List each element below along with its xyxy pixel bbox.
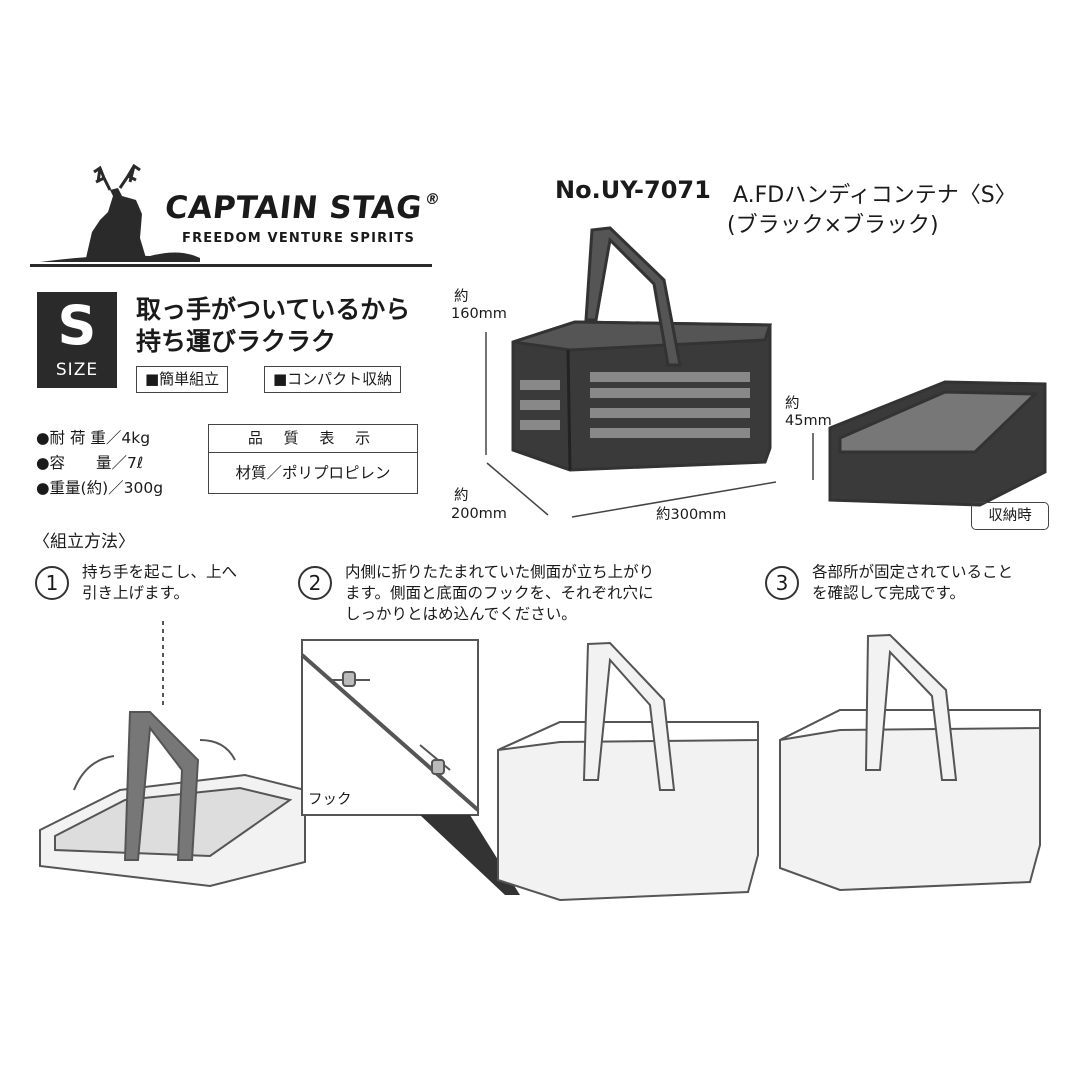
headline-line-1: 取っ手がついているから	[136, 295, 411, 324]
spec-capacity: ●容 量／7ℓ	[36, 454, 144, 472]
size-letter: S	[57, 294, 97, 357]
step-1-line-2: 引き上げます。	[82, 584, 189, 602]
dim-folded-prefix: 約	[785, 396, 800, 412]
brand-name: CAPTAIN STAG®	[163, 190, 441, 226]
step-3-line-1: 各部所が固定されていること	[812, 563, 1014, 581]
dim-height-prefix: 約	[454, 289, 469, 305]
step-2-text: 内側に折りたたまれていた側面が立ち上がり ます。側面と底面のフックを、それぞれ穴…	[345, 562, 654, 625]
feature-tag-compact-storage: ■コンパクト収納	[264, 366, 402, 393]
model-number: No.UY-7071	[555, 176, 711, 204]
step-2-number: 2	[298, 566, 332, 600]
quality-material: 材質／ポリプロピレン	[235, 464, 391, 482]
step-2-line-1: 内側に折りたたまれていた側面が立ち上がり	[345, 563, 655, 581]
dim-width: 約300mm	[656, 507, 727, 523]
dim-height: 160mm	[451, 306, 507, 322]
container-folded-illustration	[828, 380, 1047, 507]
headline-line-2: 持ち運びラクラク	[136, 327, 337, 356]
step-3-number: 3	[765, 566, 799, 600]
registered-mark: ®	[423, 190, 442, 208]
size-label: SIZE	[55, 360, 99, 380]
step-3-text: 各部所が固定されていること を確認して完成です。	[812, 562, 1013, 604]
step-1-text: 持ち手を起こし、上へ 引き上げます。	[82, 562, 237, 604]
hook-label: フック	[308, 792, 352, 808]
stag-logo-icon	[30, 163, 432, 267]
dim-depth: 200mm	[451, 506, 507, 522]
quality-table: 品 質 表 示 材質／ポリプロピレン	[208, 424, 418, 494]
step-2-line-2: ます。側面と底面のフックを、それぞれ穴に	[345, 584, 654, 602]
spec-load: ●耐 荷 重／4kg	[36, 429, 151, 447]
dimension-lines	[485, 332, 814, 518]
assembly-title: 〈組立方法〉	[33, 532, 135, 552]
brand-name-text: CAPTAIN STAG	[163, 190, 424, 226]
size-badge: S SIZE	[37, 292, 117, 388]
step1-illustration	[39, 618, 306, 888]
container-open-illustration	[511, 226, 773, 472]
quality-title: 品 質 表 示	[209, 425, 417, 453]
step3-illustration	[779, 633, 1041, 892]
step2-illustration	[300, 639, 759, 902]
storage-label: 収納時	[971, 502, 1049, 530]
step-3-line-2: を確認して完成です。	[812, 584, 965, 602]
step-2-line-3: しっかりとはめ込んでください。	[345, 605, 577, 623]
dim-depth-prefix: 約	[454, 488, 469, 504]
product-color: (ブラック×ブラック)	[727, 213, 939, 238]
feature-tag-easy-assembly: ■簡単組立	[136, 366, 229, 393]
brand-tagline: FREEDOM VENTURE SPIRITS	[182, 231, 416, 246]
dim-folded-height: 45mm	[785, 413, 832, 429]
step-1-line-1: 持ち手を起こし、上へ	[82, 563, 238, 581]
step-1-number: 1	[35, 566, 69, 600]
product-name: A.FDハンディコンテナ〈S〉	[733, 183, 1017, 208]
spec-weight: ●重量(約)／300g	[36, 479, 164, 497]
